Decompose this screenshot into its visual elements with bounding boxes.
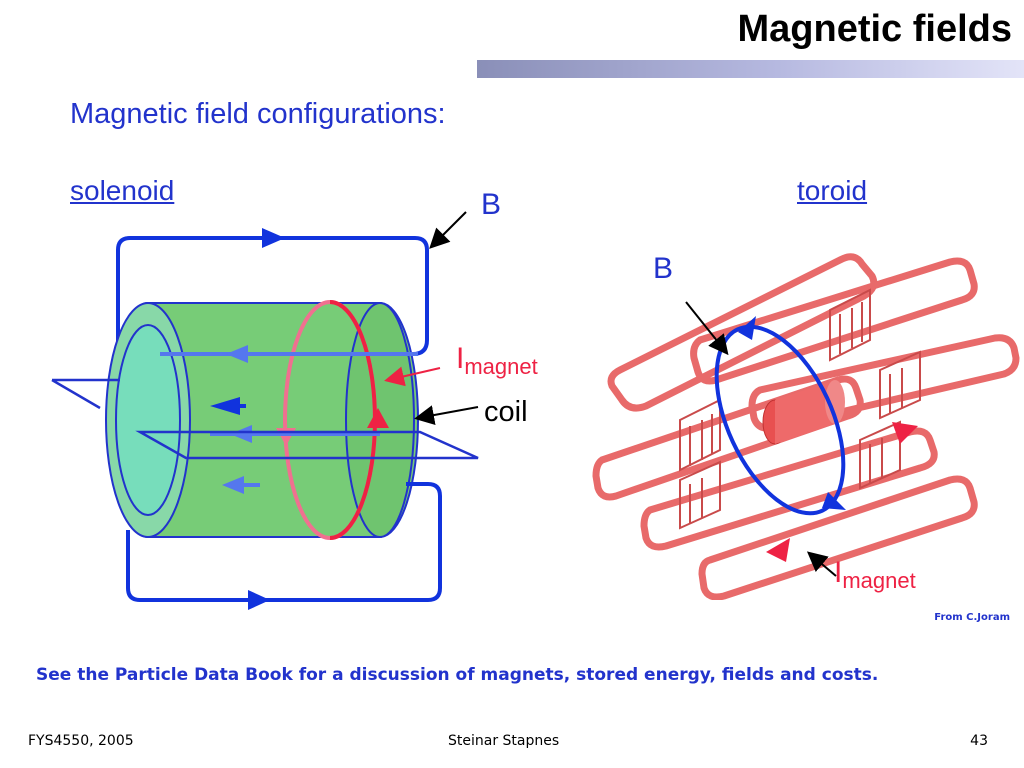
coil-label: coil	[484, 396, 528, 428]
slide-title: Magnetic fields	[737, 8, 1013, 50]
toroid-core	[775, 380, 835, 444]
solenoid-bore	[115, 324, 181, 516]
toroid-diagram	[592, 253, 1020, 600]
toroid-coil	[690, 257, 978, 385]
page-number: 43	[970, 733, 988, 749]
field-arrow-top	[262, 228, 285, 248]
field-plane-left	[51, 378, 120, 410]
image-credit: From C.Joram	[934, 612, 1010, 623]
return-field-line-top	[116, 236, 429, 356]
field-plane-right	[135, 430, 479, 460]
toroid-i-sub: magnet	[842, 568, 916, 593]
toroid-heading: toroid	[797, 175, 868, 206]
solenoid-i-label: Imagnet	[456, 342, 538, 380]
footer-course: FYS4550, 2005	[28, 733, 134, 749]
toroid-i-pointer	[806, 551, 837, 577]
slide-subtitle: Magnetic field configurations:	[70, 98, 446, 130]
toroid-i-label: Imagnet	[834, 556, 916, 594]
toroid-current-arrow	[766, 538, 790, 562]
return-field-line-bottom	[126, 482, 442, 602]
toroid-coil	[592, 375, 864, 501]
inner-arrow-light	[222, 476, 244, 494]
solenoid-i-main: I	[456, 342, 465, 375]
toroid-coil	[748, 334, 1020, 432]
coil-pointer	[414, 405, 479, 425]
field-arrow-bottom	[248, 590, 270, 610]
toroid-coil	[640, 427, 938, 551]
reference-note: See the Particle Data Book for a discuss…	[36, 665, 879, 685]
toroid-field-arrow-top	[738, 316, 756, 340]
toroid-i-main: I	[834, 556, 843, 589]
toroid-b-pointer	[685, 301, 729, 356]
solenoid-diagram	[51, 211, 479, 610]
solenoid-b-label: B	[481, 188, 502, 221]
inner-arrow-dark	[210, 397, 240, 415]
toroid-b-label: B	[653, 252, 674, 285]
b-pointer	[429, 211, 467, 249]
current-arrow	[367, 408, 389, 428]
title-underline-bar	[477, 60, 1024, 78]
toroid-field-arrow-bottom	[822, 492, 846, 510]
toroid-coil	[698, 475, 978, 600]
solenoid-i-sub: magnet	[464, 354, 538, 379]
footer-author: Steinar Stapnes	[448, 733, 560, 749]
toroid-field-loop	[714, 324, 846, 516]
toroid-coil	[607, 253, 878, 412]
toroid-current-arrow	[892, 422, 918, 444]
solenoid-heading: solenoid	[70, 175, 175, 206]
i-pointer	[384, 366, 441, 387]
